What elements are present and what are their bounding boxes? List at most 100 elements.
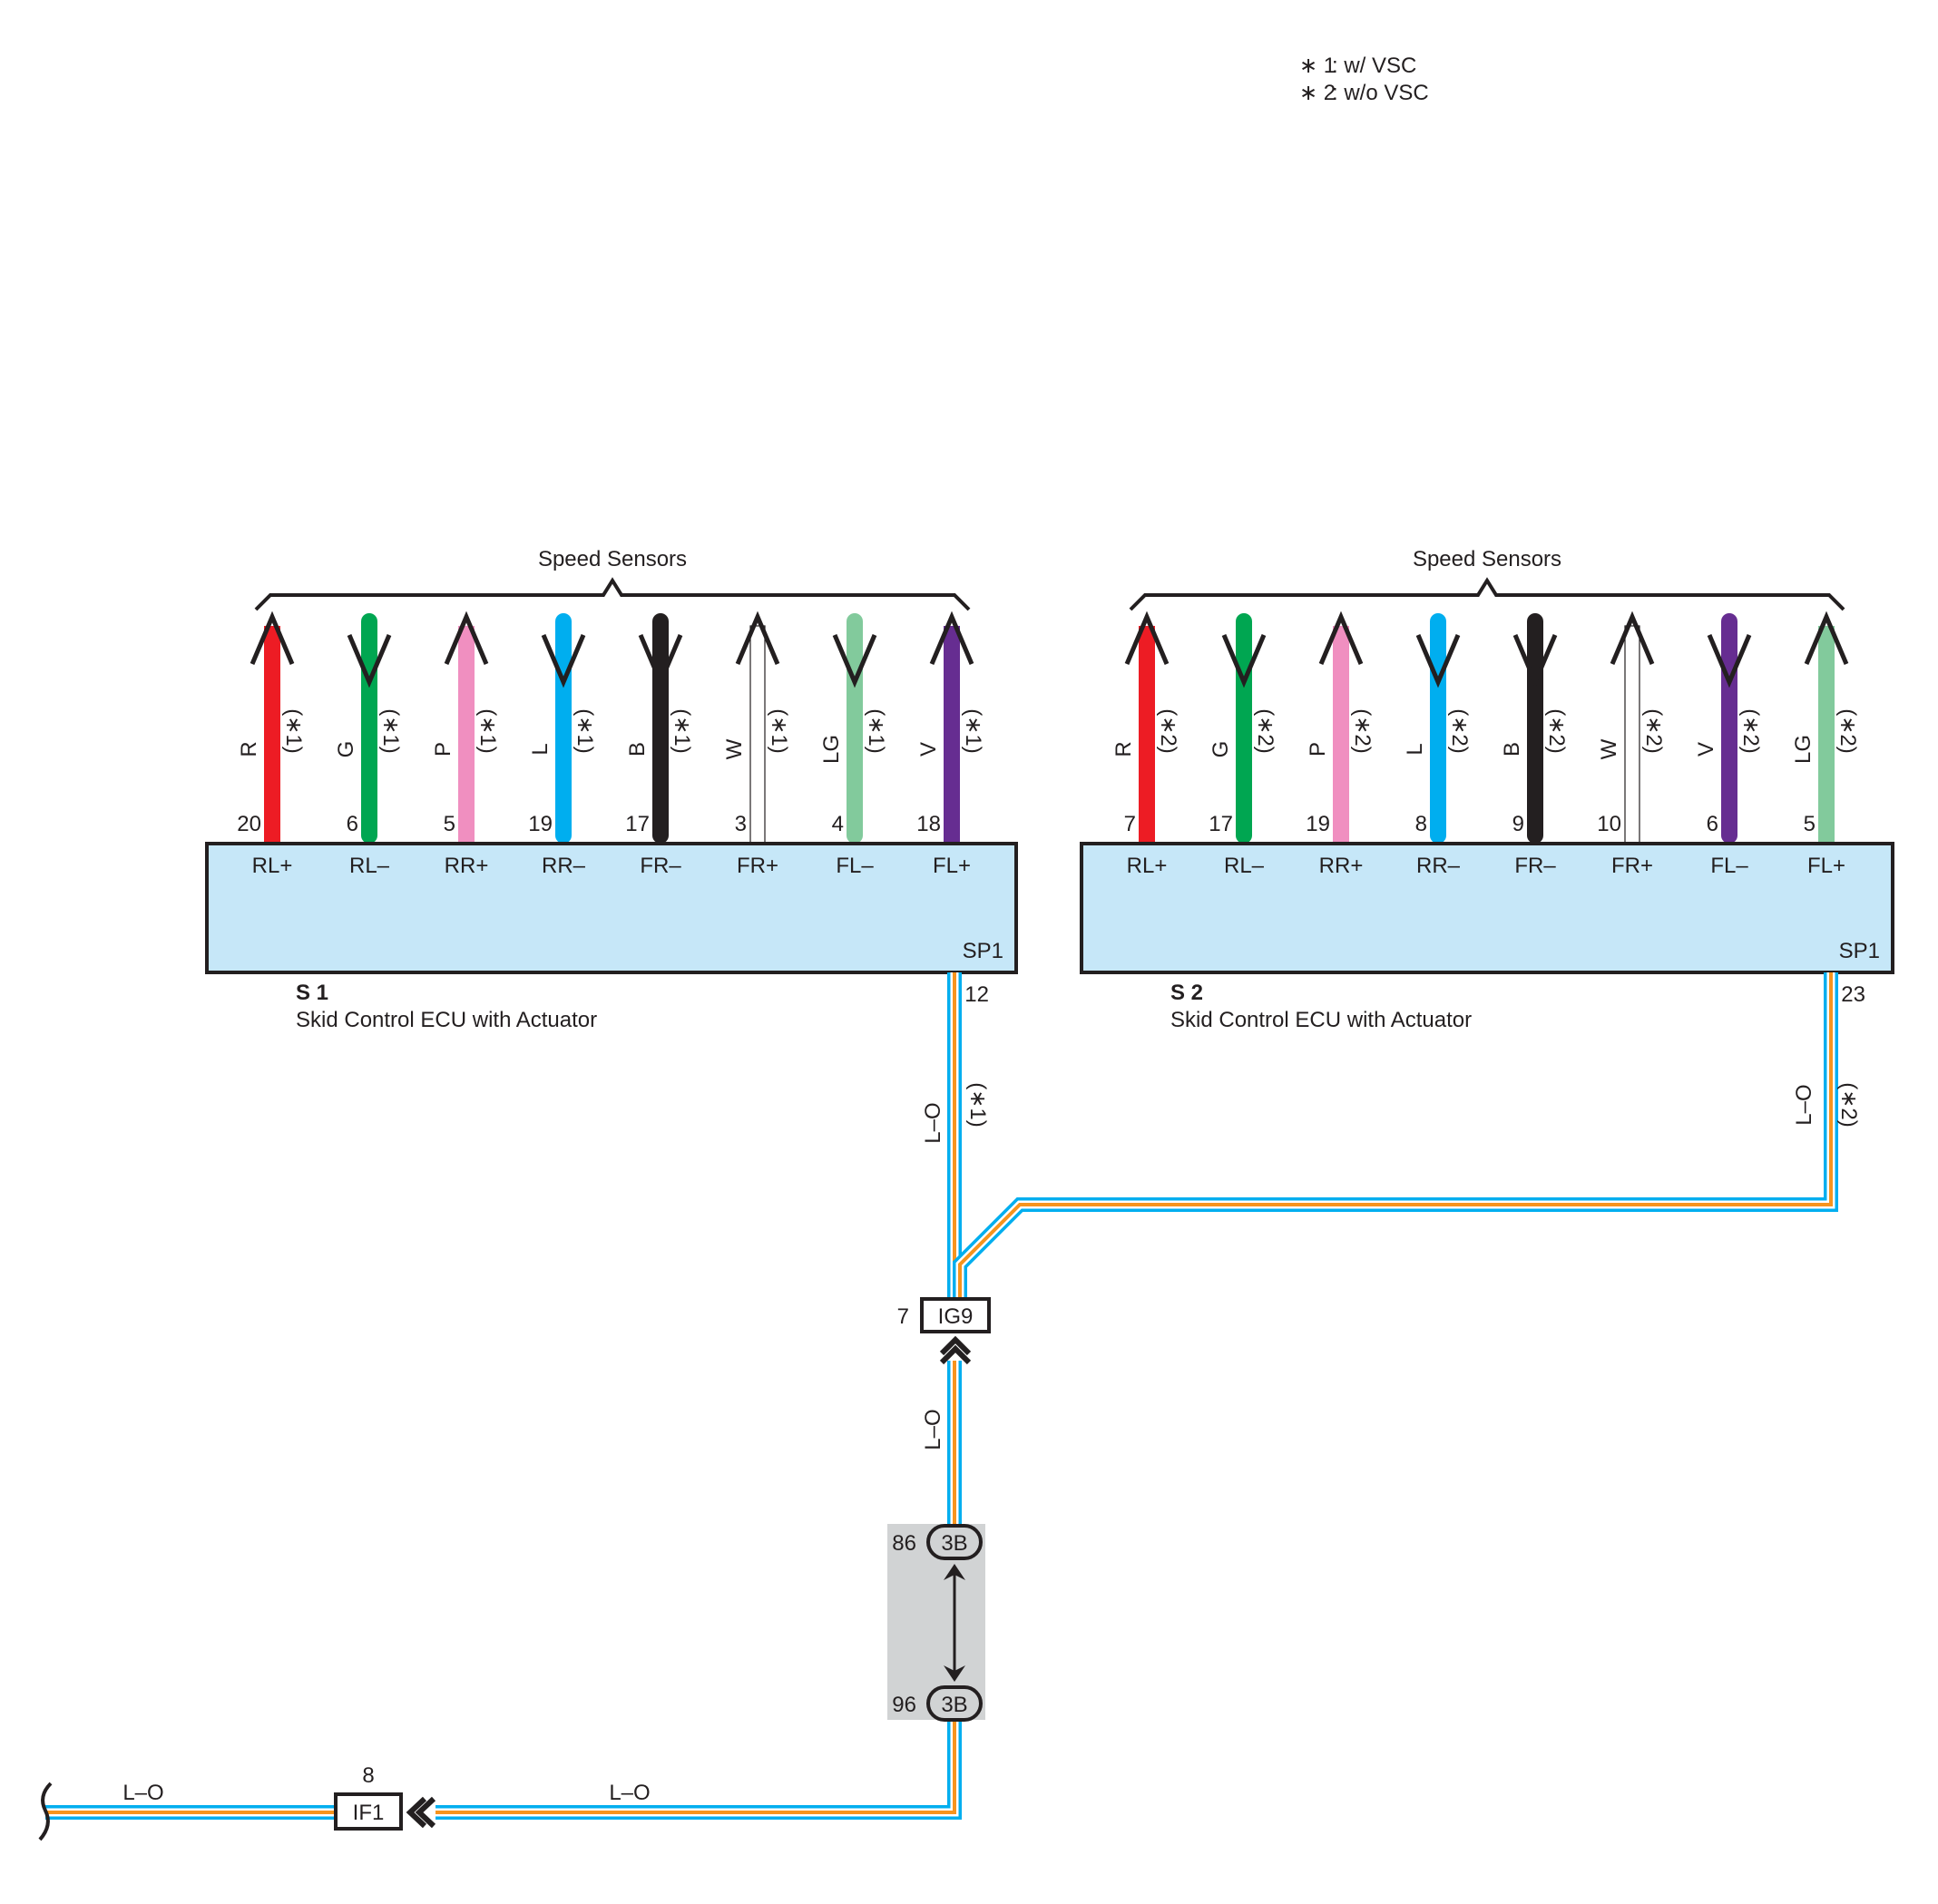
wire-color-label: LG <box>1791 735 1816 764</box>
wire-R <box>264 626 280 844</box>
trunk-wire-3b-if1-gap <box>436 1720 959 1817</box>
wire-variant-label: (∗2) <box>1835 708 1860 753</box>
speed-sensors-brace <box>1129 577 1845 611</box>
trunk-wire-3b-if1-blue <box>436 1720 962 1820</box>
trunk-variant-s2: (∗2) <box>1836 1082 1861 1127</box>
ecu-terminal-label: FL– <box>1710 854 1748 878</box>
wire-B <box>1527 613 1543 844</box>
note-1-text: : w/ VSC <box>1332 54 1416 78</box>
signal-down-arrow-icon <box>1221 634 1267 688</box>
wire-pin-number: 5 <box>1804 812 1816 836</box>
signal-up-arrow-icon <box>929 610 974 665</box>
wire-L <box>1430 613 1446 844</box>
junction-3b-top-oval <box>926 1524 983 1560</box>
signal-down-arrow-icon <box>638 634 683 688</box>
wire-B <box>652 613 669 844</box>
junction-ig9-box <box>920 1297 991 1333</box>
wire-pin-number: 6 <box>1707 812 1718 836</box>
wire-color-label: B <box>1500 742 1524 757</box>
junction-if1-box <box>334 1792 403 1831</box>
signal-up-arrow-icon <box>1318 610 1364 665</box>
wire-pin-number: 3 <box>735 812 747 836</box>
wire-color-label: P <box>431 742 455 757</box>
wire-color-label: R <box>1111 741 1136 757</box>
wire-variant-label: (∗2) <box>1253 708 1277 753</box>
wire-pin-number: 5 <box>444 812 455 836</box>
trunk-wire-3b-if1-orange <box>436 1720 956 1814</box>
wire-color-label: L <box>528 743 553 755</box>
junction-3b-bottom-pin: 96 <box>892 1693 916 1717</box>
wire-color-label: B <box>625 742 650 757</box>
trunk-wire-color-bottom: L–O <box>609 1781 650 1805</box>
ecu-terminal-label: FL+ <box>1807 854 1845 878</box>
trunk-wire-s2-orange <box>958 972 1833 1299</box>
speed-sensors-brace <box>254 577 971 611</box>
ecu-name: Skid Control ECU with Actuator <box>1170 1008 1472 1032</box>
trunk-wire-color-s1: L–O <box>921 1102 945 1143</box>
ecu-terminal-label: FR– <box>640 854 681 878</box>
ecu-terminal-label: RR– <box>542 854 586 878</box>
wire-color-label: W <box>1597 738 1621 759</box>
ecu-terminal-label: FR+ <box>737 854 778 878</box>
wire-V <box>944 626 960 844</box>
wire-variant-label: (∗2) <box>1738 708 1763 753</box>
ecu-terminal-label: RR+ <box>1319 854 1364 878</box>
junction-ig9-pin: 7 <box>897 1304 909 1329</box>
wire-variant-label: (∗2) <box>1350 708 1375 753</box>
wire-variant-label: (∗1) <box>767 708 791 753</box>
junction-if1-chevron-icon <box>406 1796 436 1829</box>
ecu-name: Skid Control ECU with Actuator <box>296 1008 597 1032</box>
wire-color-label: LG <box>819 735 844 764</box>
component-s2: Speed SensorsR(∗2)7G(∗2)17P(∗2)19L(∗2)8B… <box>1080 547 1894 1032</box>
junction-ig9-chevron-icon <box>939 1335 972 1365</box>
wire-color-label: L <box>1403 743 1427 755</box>
note-2-mark: ∗ 2 <box>1299 81 1336 105</box>
trunk-variant-s1: (∗1) <box>965 1082 990 1127</box>
wire-V <box>1721 613 1737 844</box>
signal-up-arrow-icon <box>1610 610 1655 665</box>
wire-variant-label: (∗2) <box>1447 708 1472 753</box>
wire-G <box>1236 613 1252 844</box>
ecu-code: S 2 <box>1170 981 1203 1005</box>
junction-if1-pin: 8 <box>362 1763 374 1788</box>
wire-W <box>749 625 766 845</box>
wire-pin-number: 20 <box>237 812 261 836</box>
ecu-box <box>205 842 1018 974</box>
trunk-wire-color-mid: L–O <box>921 1409 945 1450</box>
wire-LG <box>1818 626 1835 844</box>
wire-pin-number: 19 <box>1306 812 1330 836</box>
wire-pin-number: 4 <box>832 812 844 836</box>
wire-break-icon <box>38 1782 53 1841</box>
wire-pin-number: 18 <box>916 812 941 836</box>
wire-color-label: W <box>722 738 747 759</box>
signal-down-arrow-icon <box>1707 634 1752 688</box>
wire-variant-label: (∗1) <box>961 708 985 753</box>
signal-down-arrow-icon <box>541 634 586 688</box>
wire-color-label: R <box>237 741 261 757</box>
wire-variant-label: (∗2) <box>1641 708 1666 753</box>
wire-color-label: G <box>1209 741 1233 758</box>
wire-W <box>1624 625 1640 845</box>
ecu-terminal-label: FL+ <box>933 854 971 878</box>
ecu-terminal-label: RL+ <box>1127 854 1168 878</box>
ecu-code: S 1 <box>296 981 328 1005</box>
wire-pin-number: 8 <box>1415 812 1427 836</box>
wire-variant-label: (∗2) <box>1156 708 1180 753</box>
trunk-wire-color-s2: L–O <box>1792 1084 1816 1125</box>
speed-sensors-label: Speed Sensors <box>1413 547 1561 571</box>
speed-sensors-label: Speed Sensors <box>538 547 687 571</box>
wire-R <box>1139 626 1155 844</box>
junction-ig9-label: IG9 <box>938 1304 974 1329</box>
signal-up-arrow-icon <box>1804 610 1849 665</box>
variant-notes: ∗ 1 : w/ VSC ∗ 2 : w/o VSC <box>1299 54 1429 105</box>
trunk-wire-color-left: L–O <box>122 1781 163 1805</box>
component-s1: Speed SensorsR(∗1)20G(∗1)6P(∗1)5L(∗1)19B… <box>205 547 1018 1032</box>
wire-L <box>555 613 572 844</box>
junction-if1-label: IF1 <box>353 1801 385 1825</box>
wire-variant-label: (∗1) <box>670 708 694 753</box>
wire-variant-label: (∗2) <box>1544 708 1569 753</box>
wire-color-label: P <box>1306 742 1330 757</box>
wire-variant-label: (∗1) <box>864 708 888 753</box>
ecu-out-pin: 23 <box>1841 982 1865 1007</box>
